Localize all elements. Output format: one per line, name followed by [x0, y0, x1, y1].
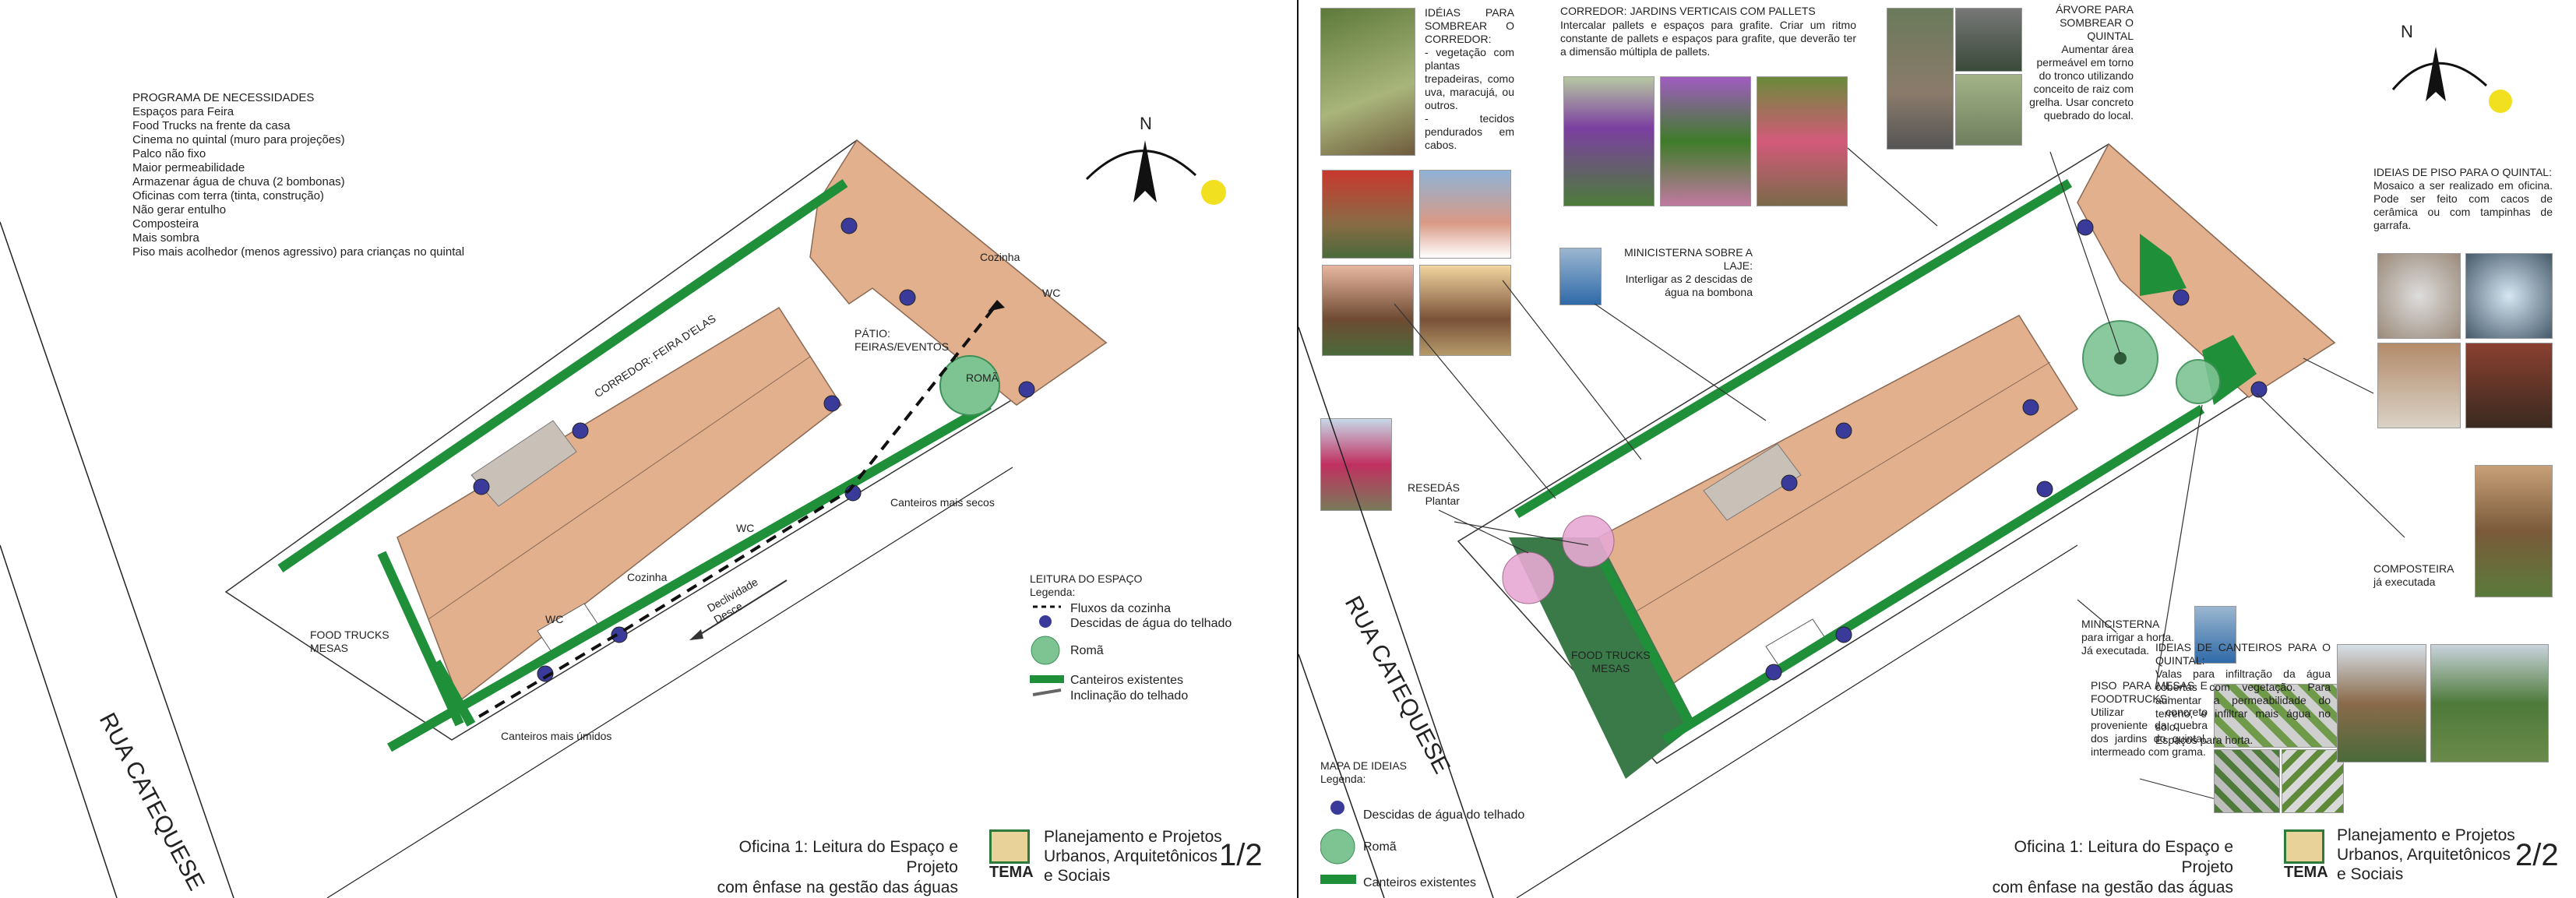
reseda-tree	[1562, 515, 1615, 568]
program-item: Food Trucks na frente da casa	[132, 119, 291, 132]
footer-title: Oficina 1: Leitura do Espaço e Projeto c…	[1992, 838, 2233, 896]
building-main	[396, 306, 843, 703]
program-item: Espaços para Feira	[132, 105, 234, 118]
legend-item: Descidas de água do telhado	[1070, 617, 1232, 630]
legend-item: Romã	[1070, 644, 1104, 657]
program-of-needs: PROGRAMA DE NECESSIDADES Espaços para Fe…	[132, 91, 569, 259]
photo-tree-1	[1887, 8, 1954, 150]
legend-subtitle: Legenda:	[1030, 586, 1076, 598]
building-top	[809, 139, 1108, 406]
page-number: 1/2	[1219, 838, 1263, 872]
footer-org: Planejamento e Projetos Urbanos, Arquite…	[2337, 826, 2515, 883]
north-label: N	[1140, 114, 1152, 133]
legend-item: Inclinação do telhado	[1070, 689, 1189, 703]
photo-swale-2	[2430, 644, 2549, 762]
program-item: Não gerar entulho	[132, 203, 227, 217]
compost-text: COMPOSTEIRA já executada	[2373, 562, 2454, 588]
floor-ideas-text: IDEIAS DE PISO PARA O QUINTAL: Mosaico a…	[2373, 166, 2553, 231]
program-item: Maior permeabilidade	[132, 161, 245, 174]
wet-beds-label: Canteiros mais úmidos	[501, 730, 612, 742]
shade-ideas-text: IDÉIAS PARA SOMBREAR O CORREDOR: - veget…	[1425, 6, 1514, 151]
legend-title: LEITURA DO ESPAÇO	[1030, 572, 1143, 585]
program-item: Palco não fixo	[132, 147, 206, 160]
photo-tree-2	[1955, 8, 2022, 72]
footer-org: Planejamento e Projetos Urbanos, Arquite…	[1044, 828, 1222, 885]
legend-title: MAPA DE IDEIAS	[1320, 759, 1407, 772]
beds-ideas-text: IDEIAS DE CANTEIROS PARA O QUINTAL: Vala…	[2155, 641, 2331, 746]
wc-mid-label: WC	[736, 522, 755, 534]
program-item: Armazenar água de chuva (2 bombonas)	[132, 175, 345, 188]
photo-reseda	[1320, 418, 1392, 511]
page-number: 2/2	[2515, 838, 2559, 872]
program-item: Mais sombra	[132, 231, 199, 245]
north-label-2: N	[2401, 22, 2413, 41]
food-trucks-label: FOOD TRUCKS MESAS	[310, 629, 389, 654]
photo-pallet-2	[1660, 76, 1751, 206]
patio-label: PÁTIO: FEIRAS/EVENTOS	[855, 327, 950, 353]
wc-top-label: WC	[1042, 287, 1061, 299]
photo-shade-1	[1322, 170, 1414, 259]
photo-grass-paver-2	[2214, 749, 2280, 813]
photo-shade-2	[1419, 170, 1511, 259]
roof-cistern-text: MINICISTERNA SOBRE A LAJE: Interligar as…	[1624, 246, 1753, 298]
site-plan-1	[0, 139, 1226, 898]
legend-item: Descidas de água do telhado	[1363, 808, 1525, 822]
kitchen-mid-label: Cozinha	[627, 571, 668, 583]
sheet-1: PROGRAMA DE NECESSIDADES Espaços para Fe…	[0, 0, 1285, 898]
legend-item: Romã	[1363, 840, 1397, 854]
photo-mosaic-2	[2465, 253, 2553, 339]
photo-grass-paver-3	[2282, 749, 2344, 813]
corridor-text: Intercalar pallets e espaços para grafit…	[1560, 19, 1856, 58]
footer-title: Oficina 1: Leitura do Espaço e Projeto c…	[717, 838, 958, 896]
food-trucks-label-2: FOOD TRUCKS MESAS	[1571, 649, 1651, 674]
tree-text: ÁRVORE PARA SOMBREAR O QUINTAL Aumentar …	[2029, 3, 2134, 121]
legend-subtitle: Legenda:	[1320, 773, 1366, 785]
sun	[1201, 180, 1226, 205]
pomegranate-tree	[939, 355, 1000, 416]
legend-item: Canteiros existentes	[1363, 876, 1476, 889]
site-plan-2	[1299, 47, 2512, 898]
cistern-text: MINICISTERNA para irrigar a horta. Já ex…	[2081, 618, 2175, 657]
legend-symbols	[1030, 605, 1064, 696]
photo-swale-1	[2337, 644, 2426, 762]
pomegranate-label: ROMÃ	[966, 372, 999, 384]
program-item: Composteira	[132, 217, 199, 231]
photo-tree-3	[1955, 74, 2022, 146]
program-title: PROGRAMA DE NECESSIDADES	[132, 91, 315, 104]
shade-tree	[2176, 359, 2221, 404]
table-floor-text: PISO PARA MESAS E FOODTRUCKS: Utilizar c…	[2091, 679, 2208, 758]
legend-item: Fluxos da cozinha	[1070, 602, 1171, 615]
food-truck-area	[1509, 537, 1696, 779]
legend-item: Canteiros existentes	[1070, 674, 1183, 687]
photo-mosaic-3	[2377, 343, 2461, 428]
logo: TEMA	[989, 829, 1036, 884]
logo: TEMA	[2284, 829, 2331, 884]
photo-grass-paver-1	[2214, 684, 2344, 748]
photo-shade-3	[1322, 265, 1414, 356]
kitchen-top-label: Cozinha	[980, 251, 1020, 263]
program-item: Oficinas com terra (tinta, construção)	[132, 189, 324, 202]
dry-beds-label: Canteiros mais secos	[890, 496, 995, 509]
photo-pergola	[1320, 8, 1415, 156]
reseda-tree	[1502, 551, 1555, 604]
photo-compost	[2475, 465, 2553, 597]
photo-pallet-1	[1563, 76, 1654, 206]
legend-1: LEITURA DO ESPAÇO Legenda: Fluxos da coz…	[1030, 572, 1263, 720]
program-item: Piso mais acolhedor (menos agressivo) pa…	[132, 245, 465, 259]
reseda-text: RESEDÁS Plantar	[1408, 481, 1460, 507]
sheet-divider	[1297, 0, 1299, 898]
sun	[2489, 90, 2512, 113]
wc-bottom-label: WC	[545, 613, 564, 625]
program-item: Cinema no quintal (muro para projeções)	[132, 133, 345, 146]
photo-pallet-3	[1757, 76, 1848, 206]
sheet-2: IDÉIAS PARA SOMBREAR O CORREDOR: - veget…	[1299, 0, 2576, 898]
legend-symbols	[1320, 801, 1356, 884]
legend-2: MAPA DE IDEIAS Legenda: Descidas de água…	[1320, 759, 1570, 892]
photo-cistern-roof	[1559, 248, 1602, 305]
corridor-title: CORREDOR: JARDINS VERTICAIS COM PALLETS	[1560, 5, 1816, 17]
photo-cistern	[2194, 606, 2236, 664]
photo-mosaic-4	[2465, 343, 2553, 428]
photo-shade-4	[1419, 265, 1511, 356]
photo-mosaic-1	[2377, 253, 2461, 339]
